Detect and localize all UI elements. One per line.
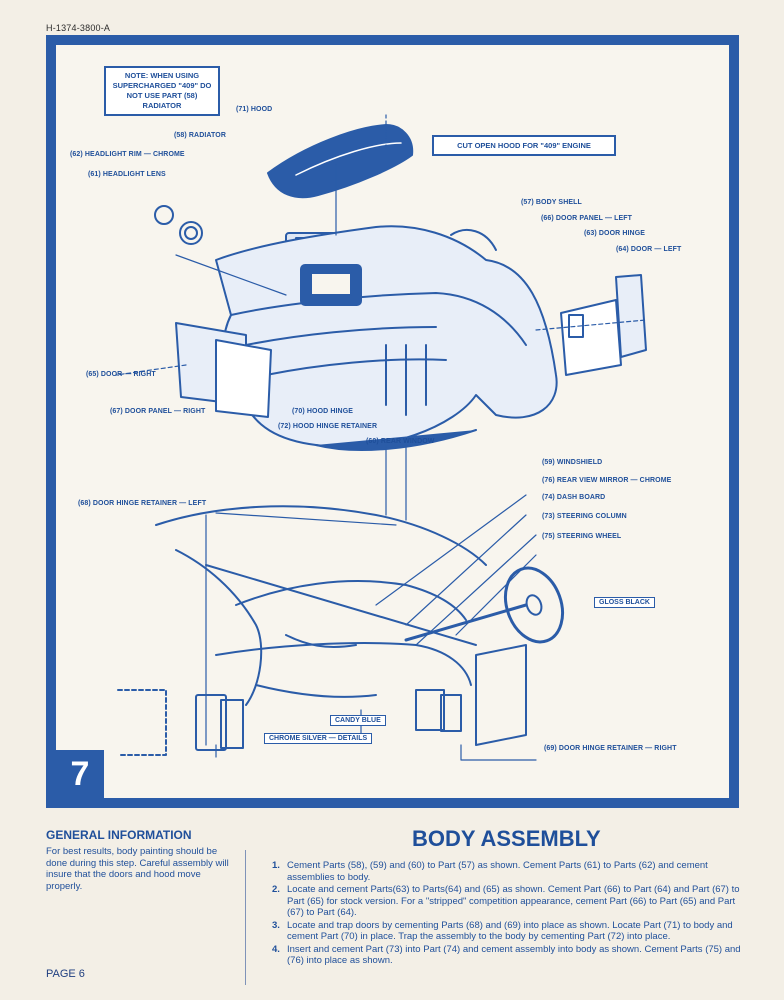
cut-open-hood-note: CUT OPEN HOOD FOR "409" ENGINE [432, 135, 616, 156]
instruction-illustration-frame: NOTE: WHEN USING SUPERCHARGED "409" DO N… [46, 35, 739, 808]
label-door-panel-left: (66) DOOR PANEL — LEFT [541, 215, 633, 222]
step-number: 3. [272, 919, 280, 931]
label-rear-window: (60) REAR WINDOW [366, 438, 435, 445]
label-hood-hinge: (70) HOOD HINGE [292, 408, 354, 415]
supercharger-note-box: NOTE: WHEN USING SUPERCHARGED "409" DO N… [104, 66, 220, 116]
column-divider [245, 850, 246, 985]
paint-tag-candy-blue: CANDY BLUE [330, 715, 386, 726]
label-door-left: (64) DOOR — LEFT [616, 246, 682, 253]
label-dash-board: (74) DASH BOARD [542, 494, 606, 501]
label-headlight-rim: (62) HEADLIGHT RIM — CHROME [70, 151, 185, 158]
section-title: BODY ASSEMBLY [412, 826, 601, 851]
step-text: Locate and trap doors by cementing Parts… [287, 919, 733, 943]
assembly-steps-list: 1. Cement Parts (58), (59) and (60) to Pa… [272, 860, 742, 968]
assembly-step: 3. Locate and trap doors by cementing Par… [272, 920, 742, 943]
label-door-hinge: (63) DOOR HINGE [584, 230, 646, 237]
label-rear-view-mirror: (76) REAR VIEW MIRROR — CHROME [542, 477, 672, 484]
label-steering-wheel: (75) STEERING WHEEL [542, 533, 622, 540]
step-number: 2. [272, 884, 280, 895]
step-number: 4. [272, 943, 280, 955]
exploded-body-diagram [115, 114, 647, 761]
label-headlight-lens: (61) HEADLIGHT LENS [88, 171, 166, 178]
page-number: PAGE 6 [46, 968, 85, 980]
label-hood-hinge-retainer: (72) HOOD HINGE RETAINER [278, 423, 378, 430]
step-number: 1. [272, 860, 280, 871]
label-body-shell: (57) BODY SHELL [521, 199, 582, 206]
label-steering-column: (73) STEERING COLUMN [542, 513, 627, 520]
label-door-right: (65) DOOR — RIGHT [86, 371, 156, 378]
step-text: Cement Parts (58), (59) and (60) to Part… [287, 860, 708, 883]
label-windshield: (59) WINDSHIELD [542, 459, 603, 466]
step-text: Insert and cement Part (73) into Part (7… [287, 943, 741, 967]
paint-tag-chrome-silver: CHROME SILVER — DETAILS [264, 733, 373, 744]
general-information-text: For best results, body painting should b… [46, 846, 229, 892]
assembly-step: 2. Locate and cement Parts(63) to Parts(6… [272, 884, 742, 919]
label-radiator: (58) RADIATOR [174, 132, 226, 139]
assembly-step: 1. Cement Parts (58), (59) and (60) to Pa… [272, 860, 742, 883]
document-code: H-1374-3800-A [46, 23, 111, 33]
step-number-badge: 7 [56, 750, 104, 798]
label-door-hinge-retainer-right: (69) DOOR HINGE RETAINER — RIGHT [544, 745, 677, 752]
label-door-hinge-retainer-left: (68) DOOR HINGE RETAINER — LEFT [78, 500, 207, 507]
paint-tag-gloss-black: GLOSS BLACK [594, 597, 655, 608]
label-door-panel-right: (67) DOOR PANEL — RIGHT [110, 408, 206, 415]
assembly-step: 4. Insert and cement Part (73) into Part … [272, 944, 742, 967]
step-text: Locate and cement Parts(63) to Parts(64)… [287, 884, 740, 918]
label-hood: (71) HOOD [236, 106, 273, 113]
general-information-heading: GENERAL INFORMATION [46, 828, 192, 842]
